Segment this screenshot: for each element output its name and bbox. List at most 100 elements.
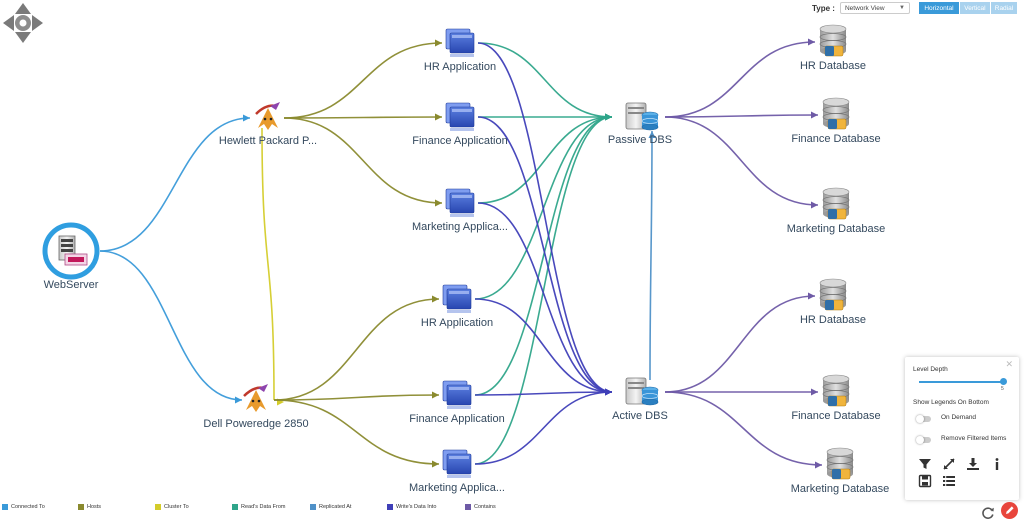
legend-label: Cluster To	[164, 504, 189, 510]
edge-arrowhead-icon	[432, 295, 439, 303]
edge-reads-data-from[interactable]	[477, 42, 613, 118]
edge-reads-data-from[interactable]	[477, 116, 613, 204]
node-label: Marketing Applica...	[409, 482, 505, 494]
view-type-dropdown[interactable]: Network View ▼	[839, 2, 910, 14]
application-icon[interactable]	[445, 102, 475, 131]
application-icon[interactable]	[442, 449, 472, 478]
type-label: Type :	[812, 3, 835, 13]
node-label: Marketing Database	[787, 223, 885, 235]
remove-filtered-toggle[interactable]	[916, 435, 931, 444]
pan-up-arrow-icon[interactable]	[15, 3, 31, 14]
mysql-database-icon[interactable]	[819, 24, 847, 57]
server-icon[interactable]	[42, 222, 100, 280]
legend-swatch	[387, 504, 393, 510]
edge-arrowhead-icon	[605, 113, 612, 121]
filter-icon[interactable]	[918, 457, 932, 471]
edge-arrowhead-icon	[811, 111, 818, 119]
edge-arrowhead-icon	[815, 461, 822, 469]
application-icon[interactable]	[442, 380, 472, 409]
legend-swatch	[155, 504, 161, 510]
tomcat-icon[interactable]	[255, 102, 280, 130]
mysql-database-icon[interactable]	[822, 97, 850, 130]
edge-reads-data-from[interactable]	[474, 116, 613, 465]
edge-writes-data-into[interactable]	[477, 42, 613, 393]
edge-cluster-to[interactable]	[261, 127, 275, 401]
node-label: HR Database	[800, 314, 866, 326]
edit-button[interactable]	[1001, 502, 1018, 519]
edge-arrowhead-icon	[435, 199, 442, 207]
node-label: Dell Poweredge 2850	[203, 418, 308, 430]
edge-arrowhead-icon	[648, 131, 656, 138]
application-icon[interactable]	[445, 28, 475, 57]
pan-right-arrow-icon[interactable]	[32, 15, 43, 31]
edge-hosts[interactable]	[273, 298, 440, 401]
edge-writes-data-into[interactable]	[474, 391, 613, 396]
level-depth-slider[interactable]	[919, 381, 1003, 383]
edge-reads-data-from[interactable]	[474, 116, 613, 396]
vertical-layout-button[interactable]: Vertical	[959, 2, 990, 14]
pencil-icon	[1006, 506, 1014, 514]
edge-replicated-at[interactable]	[649, 130, 653, 381]
legend-label: Replicated At	[319, 504, 352, 510]
edge-writes-data-into[interactable]	[477, 116, 613, 393]
application-icon[interactable]	[442, 284, 472, 313]
edge-hosts[interactable]	[283, 42, 443, 119]
pan-control[interactable]	[2, 2, 44, 44]
edge-hosts[interactable]	[273, 394, 440, 401]
edge-writes-data-into[interactable]	[477, 202, 613, 393]
edge-connected-to[interactable]	[99, 117, 251, 252]
mysql-database-icon[interactable]	[819, 278, 847, 311]
node-label: HR Application	[421, 317, 493, 329]
edge-arrowhead-icon	[811, 201, 818, 209]
legend-label: Write's Data Into	[396, 504, 437, 510]
edge-writes-data-into[interactable]	[474, 298, 613, 393]
edge-arrowhead-icon	[808, 292, 815, 300]
edge-writes-data-into[interactable]	[474, 391, 613, 465]
legend-swatch	[465, 504, 471, 510]
refresh-icon[interactable]	[980, 505, 996, 521]
remove-filtered-label: Remove Filtered Items	[941, 435, 1007, 442]
save-icon[interactable]	[918, 474, 932, 488]
database-server-icon[interactable]	[625, 377, 659, 406]
edge-hosts[interactable]	[283, 117, 443, 204]
level-depth-value: 5	[1001, 386, 1004, 392]
mysql-database-icon[interactable]	[826, 447, 854, 480]
node-label: Marketing Database	[791, 483, 889, 495]
radial-layout-button[interactable]: Radial	[990, 2, 1017, 14]
node-label: Finance Application	[409, 413, 504, 425]
on-demand-label: On Demand	[941, 414, 977, 421]
edge-contains[interactable]	[664, 391, 823, 466]
close-icon[interactable]: ✕	[1005, 359, 1013, 369]
edge-arrowhead-icon	[808, 38, 815, 46]
level-depth-slider-handle[interactable]	[1000, 378, 1007, 385]
tomcat-icon[interactable]	[243, 384, 268, 412]
edge-connected-to[interactable]	[99, 250, 243, 401]
legend-item-cluster-to: Cluster To	[155, 504, 189, 510]
on-demand-toggle[interactable]	[916, 414, 931, 423]
edge-hosts[interactable]	[283, 116, 443, 119]
edge-hosts[interactable]	[273, 399, 440, 465]
edge-contains[interactable]	[664, 114, 819, 118]
edge-contains[interactable]	[664, 116, 819, 206]
mysql-database-icon[interactable]	[822, 374, 850, 407]
info-icon[interactable]	[990, 457, 1004, 471]
node-label: Finance Database	[791, 410, 880, 422]
legend-item-reads-data-from: Read's Data From	[232, 504, 285, 510]
horizontal-layout-button[interactable]: Horizontal	[918, 2, 959, 14]
edge-arrowhead-icon	[811, 388, 818, 396]
node-label: Passive DBS	[608, 134, 672, 146]
pan-down-arrow-icon[interactable]	[15, 32, 31, 43]
pan-left-arrow-icon[interactable]	[3, 15, 14, 31]
mysql-database-icon[interactable]	[822, 187, 850, 220]
database-server-icon[interactable]	[625, 102, 659, 131]
list-icon[interactable]	[942, 474, 956, 488]
application-icon[interactable]	[445, 188, 475, 217]
edge-contains[interactable]	[664, 295, 816, 393]
edge-contains[interactable]	[664, 41, 816, 118]
download-icon[interactable]	[966, 457, 980, 471]
expand-icon[interactable]	[942, 457, 956, 471]
show-legends-label: Show Legends On Bottom	[913, 399, 989, 406]
legend-item-contains: Contains	[465, 504, 496, 510]
legend-swatch	[2, 504, 8, 510]
